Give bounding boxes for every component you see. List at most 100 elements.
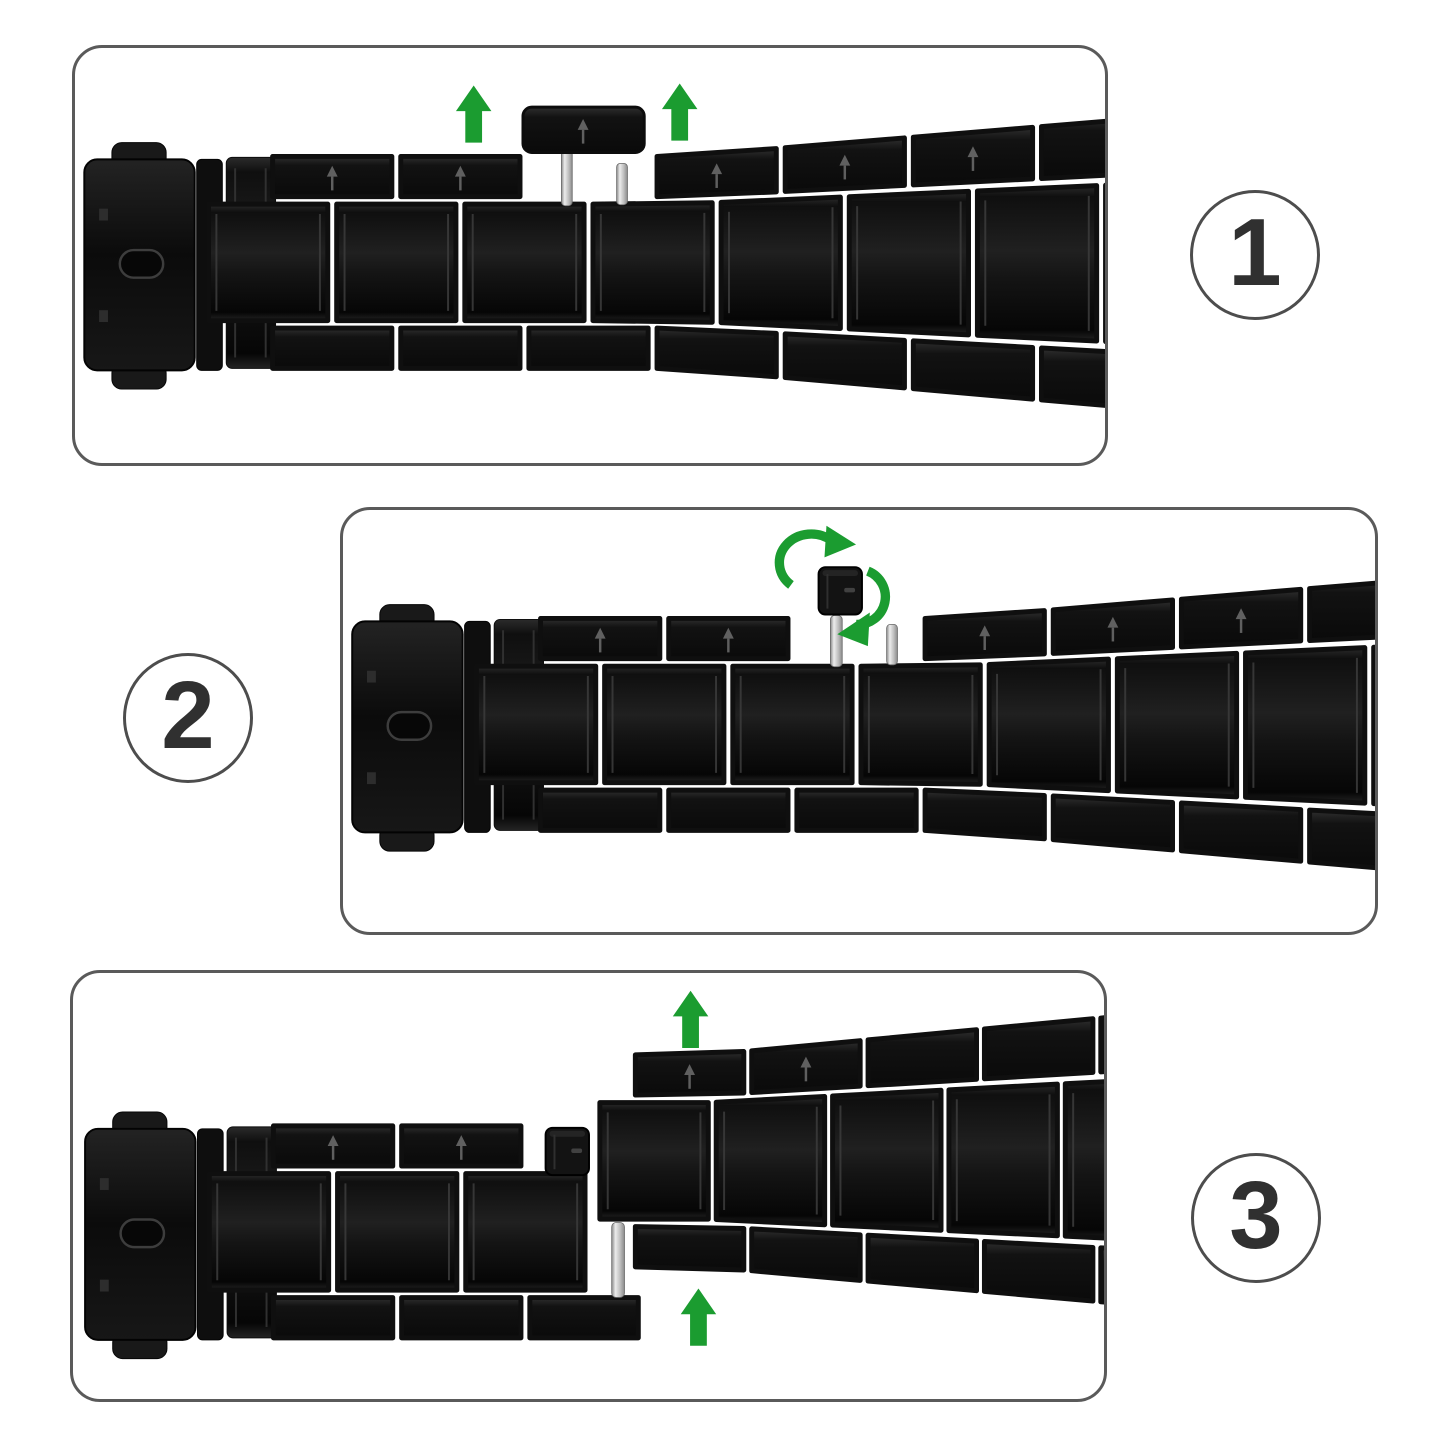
band-link [335,1171,460,1293]
band-link [1307,580,1375,644]
up-arrow-icon [672,990,709,1048]
band-link [922,787,1047,842]
step-1-number: 1 [1228,199,1282,306]
spring-pin-in-band [616,162,628,206]
band-link [1098,1015,1104,1075]
band-link [749,1226,863,1283]
screw-head [817,566,863,616]
band-left-section [84,1111,641,1360]
spring-pin-exposed [611,1222,625,1298]
step-3-illustration [84,990,1104,1360]
band-link [206,1171,332,1293]
band-link [794,787,919,833]
band-link [654,325,779,380]
band-link [946,1081,1060,1239]
step-3-number: 3 [1229,1162,1283,1269]
band-link [730,663,855,786]
engraved-up-arrow-icon [711,163,723,188]
band-link [981,1016,1096,1082]
band-link [1371,644,1375,807]
band-link [463,1171,588,1293]
engraved-up-arrow-icon [1235,608,1247,633]
step-1-panel [72,45,1108,466]
band-link [718,194,843,332]
band-link [986,656,1111,794]
band-links [206,1123,641,1341]
band-link [270,1295,396,1341]
engraved-up-arrow-icon [967,146,979,171]
band-link [602,663,727,786]
step-3-panel [70,970,1107,1402]
band-link [270,325,395,371]
up-arrow-icon [680,1288,717,1346]
band-links [597,1015,1104,1305]
step-3-badge: 3 [1191,1153,1321,1283]
rotate-counterclockwise-arrow-icon [837,566,891,647]
step-2-illustration [351,525,1375,871]
band-link [865,1027,980,1089]
band-right-section [597,1015,1104,1305]
band-links [473,580,1375,871]
band-link [846,188,971,338]
spring-pin-on-link [561,150,573,207]
band-link [1039,118,1105,181]
engraved-up-arrow-icon [722,627,734,653]
engraved-up-arrow-icon [454,165,466,191]
engraved-up-arrow-icon [979,625,991,651]
band-link [632,1224,747,1273]
band-link [398,325,523,371]
engraved-up-arrow-icon [326,165,338,191]
clasp-button [118,248,165,279]
step-2-badge: 2 [123,653,253,783]
step-2-number: 2 [161,662,215,769]
engraved-up-arrow-icon [455,1135,467,1160]
band-link [1243,645,1368,806]
band-link [206,201,331,324]
band-link [713,1093,828,1228]
band-link [1062,1079,1104,1241]
watch-band [83,118,1105,408]
watch-band [351,580,1375,871]
band-link [462,201,587,324]
engraved-up-arrow-icon [1107,616,1119,642]
spring-pin-with-screw [830,615,843,668]
band-link [473,663,599,786]
band-link [1098,1245,1104,1305]
clasp-button [119,1218,166,1249]
band-link [865,1232,980,1294]
band-link [981,1239,1096,1304]
engraved-up-arrow-icon [594,627,606,653]
removed-link [521,105,646,207]
band-link [1050,793,1176,853]
band-link [527,1295,641,1341]
band-link [538,787,663,833]
up-arrow-icon [661,83,698,141]
engraved-up-arrow-icon [577,118,589,144]
band-link [910,338,1036,402]
spring-pin-in-band [886,623,898,666]
band-link [1178,800,1304,864]
band-links [206,118,1105,408]
engraved-up-arrow-icon [839,154,851,180]
band-link [526,325,651,371]
band-link [399,1295,524,1341]
band-link [1039,345,1105,408]
rotate-clockwise-arrow-icon [774,525,857,589]
band-link [1114,650,1240,800]
band-link [597,1100,711,1222]
clasp-button [386,710,433,741]
engraved-up-arrow-icon [684,1064,695,1089]
band-link [782,331,907,391]
step-1-badge: 1 [1190,190,1320,320]
step-1-illustration [83,83,1105,408]
band-link [1307,807,1375,871]
band-link [974,183,1100,344]
band-link [334,201,459,324]
step-2-panel [340,507,1378,935]
engraved-up-arrow-icon [327,1135,339,1160]
engraved-up-arrow-icon [800,1056,812,1082]
band-link [666,787,791,833]
band-link [830,1087,944,1233]
up-arrow-icon [455,85,492,143]
